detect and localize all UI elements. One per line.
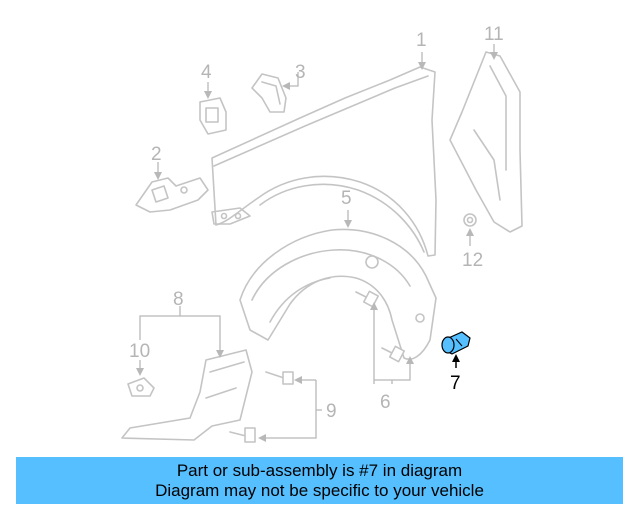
parts-diagram: 1 2 3 4 5 6 7 8 9 10 11 12 [121,24,523,443]
liner-bolt-upper-part [355,290,380,308]
splash-shield-part [121,349,253,441]
shield-screw-upper-part [265,371,294,385]
shield-screw-lower-part [229,427,256,443]
clip-bracket-part [199,97,227,135]
callout-7: 7 [450,373,461,394]
fender-part [211,66,437,257]
callout-6: 6 [380,392,391,413]
caption-bar: Part or sub-assembly is #7 in diagram Di… [16,457,623,504]
upper-bracket-part [251,73,287,113]
callout-12: 12 [462,250,483,271]
callout-3: 3 [295,62,306,83]
caption-line-2: Diagram may not be specific to your vehi… [155,480,484,500]
highlighted-clip-part [441,331,471,355]
callout-2: 2 [151,144,162,165]
fender-liner-part [239,228,437,360]
caption-line-1: Part or sub-assembly is #7 in diagram [176,460,463,480]
leader-lines [136,44,498,442]
callout-11: 11 [484,24,504,45]
callout-8: 8 [173,289,184,310]
callout-1: 1 [416,30,427,51]
fender-bracket-part [135,177,209,213]
callout-4: 4 [201,62,212,83]
callout-10: 10 [129,341,150,362]
highlight-leader [452,354,460,368]
callout-labels: 1 2 3 4 5 6 7 8 9 10 11 12 [129,24,504,422]
grommet-part [463,213,477,227]
liner-bolt-lower-part [381,345,406,363]
side-trim-part [449,51,523,233]
nut-clip-part [127,377,155,397]
callout-5: 5 [341,188,352,209]
callout-9: 9 [326,401,337,422]
